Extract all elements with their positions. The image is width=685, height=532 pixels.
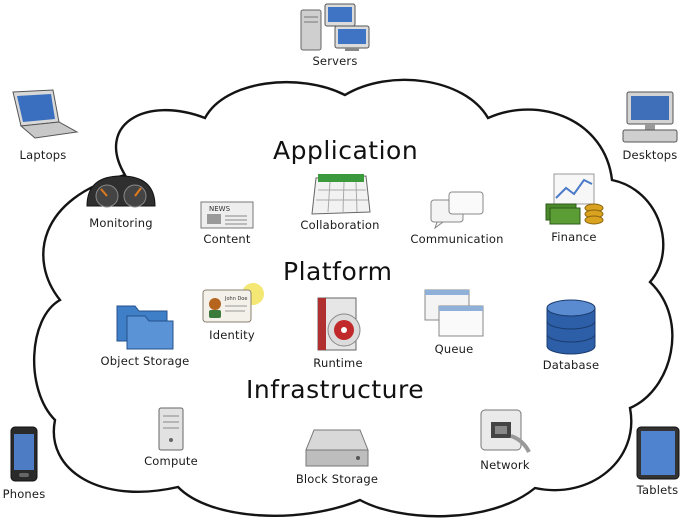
- newspaper-icon: NEWS: [200, 201, 254, 229]
- content-label: Content: [203, 232, 251, 246]
- finance-label: Finance: [551, 230, 597, 244]
- servers-icon: [300, 3, 370, 51]
- communication-label: Communication: [410, 232, 504, 246]
- identity-node: John Doe Identity: [196, 282, 268, 342]
- infrastructure-tier-title: Infrastructure: [246, 375, 425, 404]
- finance-node: Finance: [538, 170, 610, 244]
- runtime-disc-icon: [317, 297, 361, 351]
- application-tier-title: Application: [273, 136, 419, 165]
- tablets-label: Tablets: [636, 483, 679, 497]
- id-card-icon: John Doe: [202, 283, 264, 323]
- compute-tower-icon: [158, 407, 184, 451]
- collaboration-label: Collaboration: [300, 218, 380, 232]
- laptops-label: Laptops: [19, 148, 67, 162]
- runtime-node: Runtime: [296, 296, 380, 370]
- compute-label: Compute: [144, 454, 198, 468]
- block-storage-label: Block Storage: [295, 472, 379, 486]
- collaboration-node: Collaboration: [290, 170, 390, 232]
- database-node: Database: [532, 298, 610, 372]
- database-icon: [546, 299, 596, 355]
- laptops-node: Laptops: [2, 88, 84, 162]
- desktops-label: Desktops: [622, 148, 678, 162]
- finance-icon: [545, 173, 604, 225]
- news-icon-text: NEWS: [209, 205, 231, 213]
- hard-drive-icon: [305, 429, 369, 467]
- servers-label: Servers: [312, 54, 358, 68]
- monitoring-label: Monitoring: [89, 216, 153, 230]
- block-storage-node: Block Storage: [286, 426, 388, 486]
- queue-windows-icon: [424, 289, 484, 337]
- chat-bubbles-icon: [430, 191, 484, 230]
- queue-label: Queue: [434, 342, 474, 356]
- runtime-label: Runtime: [313, 356, 363, 370]
- identity-label: Identity: [209, 328, 255, 342]
- folders-icon: [116, 305, 174, 350]
- object-storage-node: Object Storage: [92, 298, 198, 368]
- network-node: Network: [470, 406, 540, 472]
- tablets-node: Tablets: [630, 425, 685, 497]
- gauge-icon: [86, 175, 156, 208]
- phones-label: Phones: [2, 487, 46, 501]
- phones-node: Phones: [0, 425, 48, 501]
- network-socket-icon: [480, 409, 531, 453]
- calendar-icon: [311, 174, 371, 215]
- network-label: Network: [480, 458, 530, 472]
- servers-node: Servers: [290, 2, 380, 68]
- compute-node: Compute: [134, 406, 208, 468]
- phone-icon: [10, 426, 38, 482]
- monitoring-node: Monitoring: [76, 170, 166, 230]
- object-storage-label: Object Storage: [100, 354, 190, 368]
- desktop-icon: [622, 91, 678, 143]
- content-node: NEWS Content: [190, 198, 264, 246]
- tablet-icon: [636, 426, 679, 480]
- desktops-node: Desktops: [612, 90, 685, 162]
- queue-node: Queue: [416, 288, 492, 356]
- communication-node: Communication: [402, 190, 512, 246]
- database-label: Database: [542, 358, 600, 372]
- id-card-name: John Doe: [224, 296, 247, 302]
- laptop-icon: [12, 89, 79, 139]
- platform-tier-title: Platform: [283, 257, 393, 286]
